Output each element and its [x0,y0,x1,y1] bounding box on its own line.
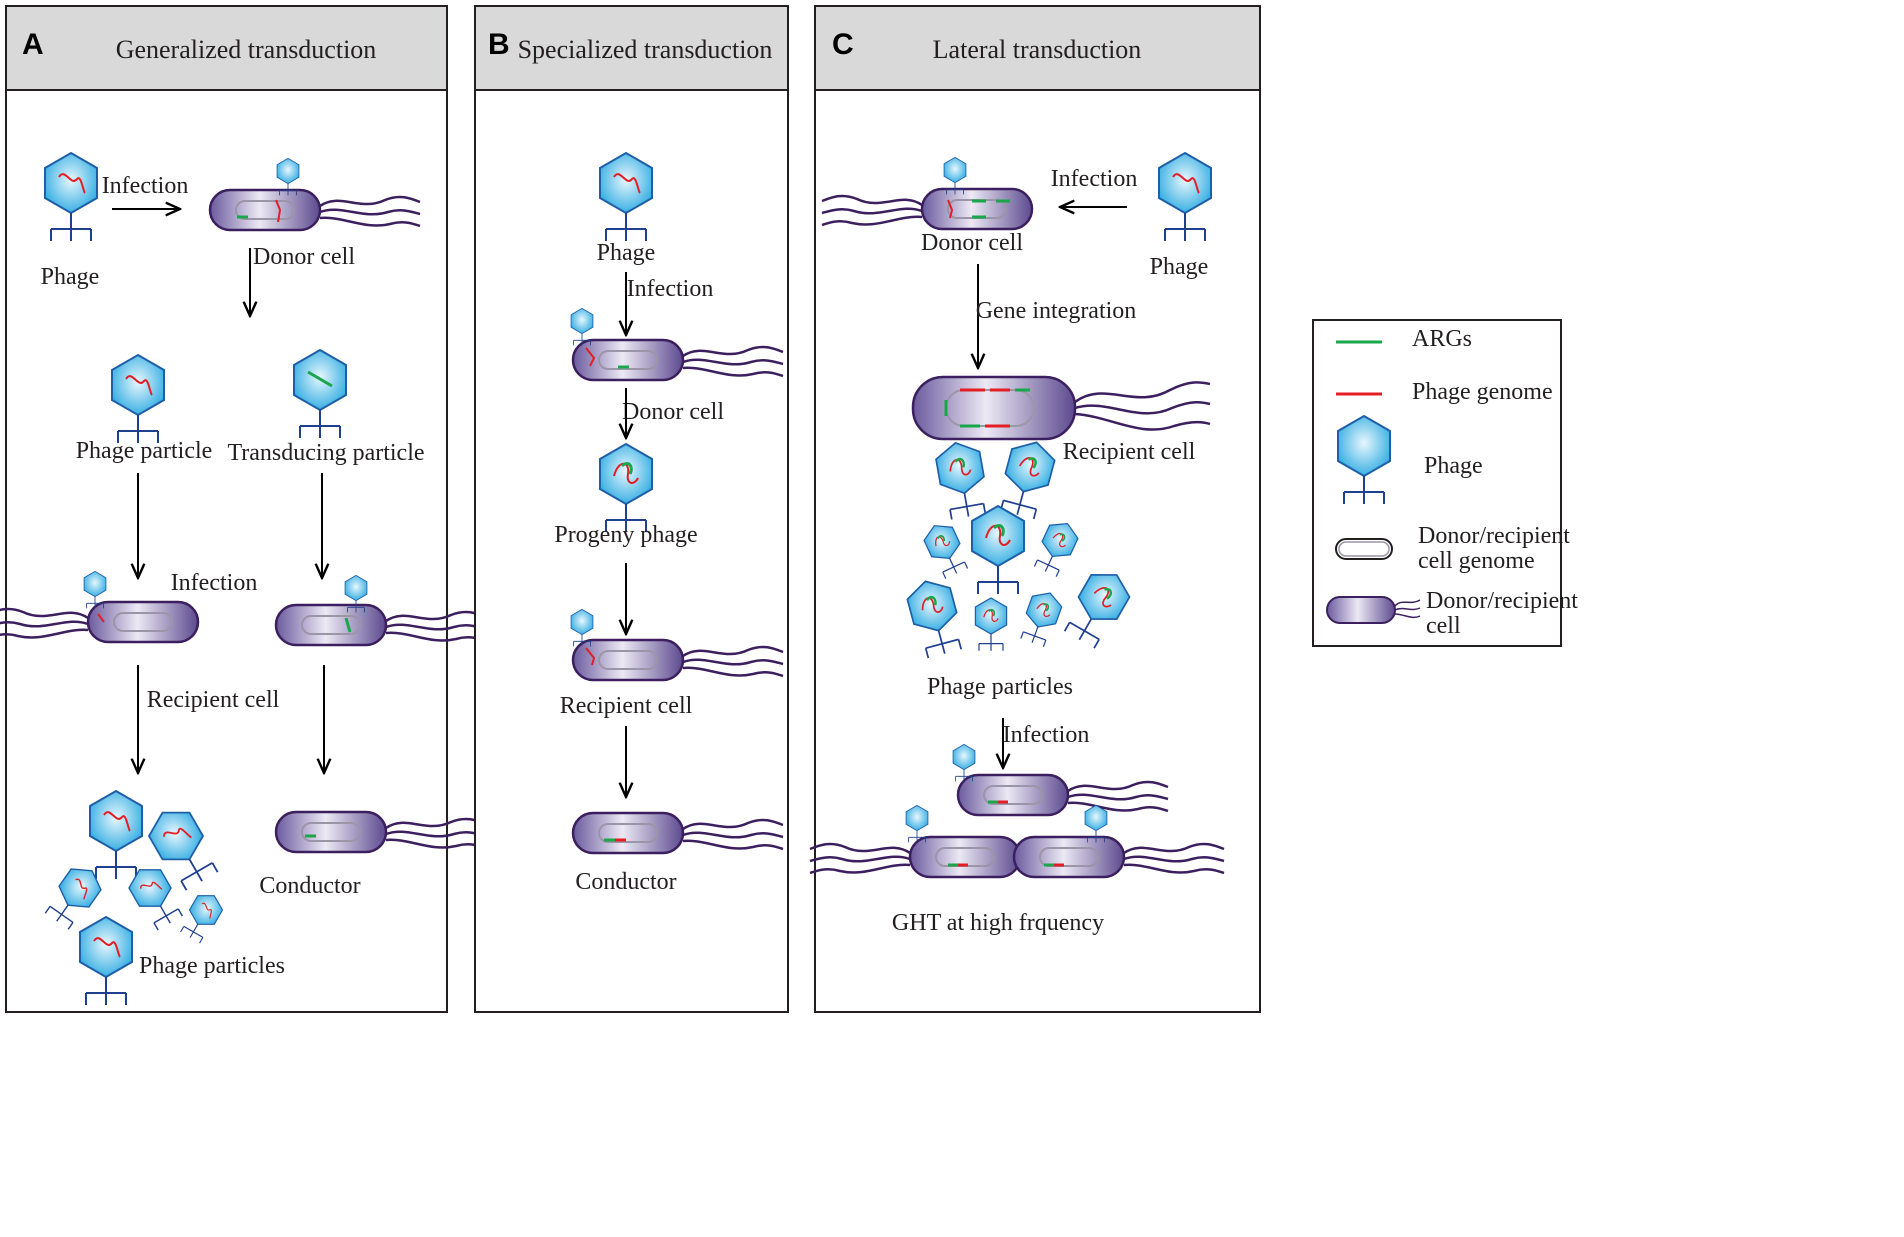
legend-cell-line2: cell [1426,613,1461,639]
panel-c-header [814,5,1261,91]
panel-b-letter: B [488,28,510,61]
legend-genome-line1: Donor/recipient [1418,523,1570,549]
legend-cell-line1: Donor/recipient [1426,588,1578,614]
recipient-cell-2-icon [274,603,488,647]
legend-cell-icon [1326,596,1421,624]
panel-c: C Lateral transduction Donor cell Infect… [808,5,1261,1013]
label-recipient-cell: Recipient cell [1063,439,1196,465]
label-transducing-particle: Transducing particle [227,440,424,466]
panel-a-header [5,5,448,91]
label-phage-particle: Phage particle [76,438,213,464]
label-ght: GHT at high frquency [892,910,1104,936]
label-conductor: Conductor [575,869,676,895]
label-phage: Phage [597,240,656,266]
panel-a-title: Generalized transduction [116,35,377,64]
label-phage: Phage [1150,254,1209,280]
legend-phage: Phage [1424,453,1483,479]
panel-c-letter: C [832,28,854,61]
label-infection-2: Infection [1003,722,1090,748]
label-recipient-cell: Recipient cell [147,687,280,713]
label-phage-particles: Phage particles [139,953,285,979]
panel-c-title: Lateral transduction [933,35,1142,64]
label-gene-integration: Gene integration [976,298,1137,324]
recipient-cell-large-icon [911,375,1211,441]
label-donor-cell: Donor cell [253,244,355,270]
conductor-cell-icon [274,810,488,854]
legend-frame [1312,319,1562,647]
legend-genome-line2: cell genome [1418,548,1535,574]
panel-b: B Specialized transduction Phage Infecti… [474,5,789,1013]
legend-genome-icon [1335,538,1393,560]
label-infection: Infection [627,276,714,302]
label-progeny-phage: Progeny phage [554,522,697,548]
panel-b-header [474,5,789,91]
label-infection: Infection [1051,166,1138,192]
panel-b-title: Specialized transduction [518,35,773,64]
label-phage: Phage [41,264,100,290]
legend: ARGs Phage genome Phage Donor/recipient … [1312,319,1578,647]
label-conductor: Conductor [259,873,360,899]
label-donor-cell: Donor cell [622,399,724,425]
label-donor-cell: Donor cell [921,230,1023,256]
label-infection: Infection [102,173,189,199]
label-infection-2: Infection [171,570,258,596]
panel-a: A Generalized transduction Phage Infecti… [0,5,488,1013]
panel-a-letter: A [22,28,44,61]
legend-phage-genome: Phage genome [1412,379,1553,405]
label-recipient-cell: Recipient cell [560,693,693,719]
legend-args: ARGs [1412,326,1472,352]
label-phage-particles: Phage particles [927,674,1073,700]
